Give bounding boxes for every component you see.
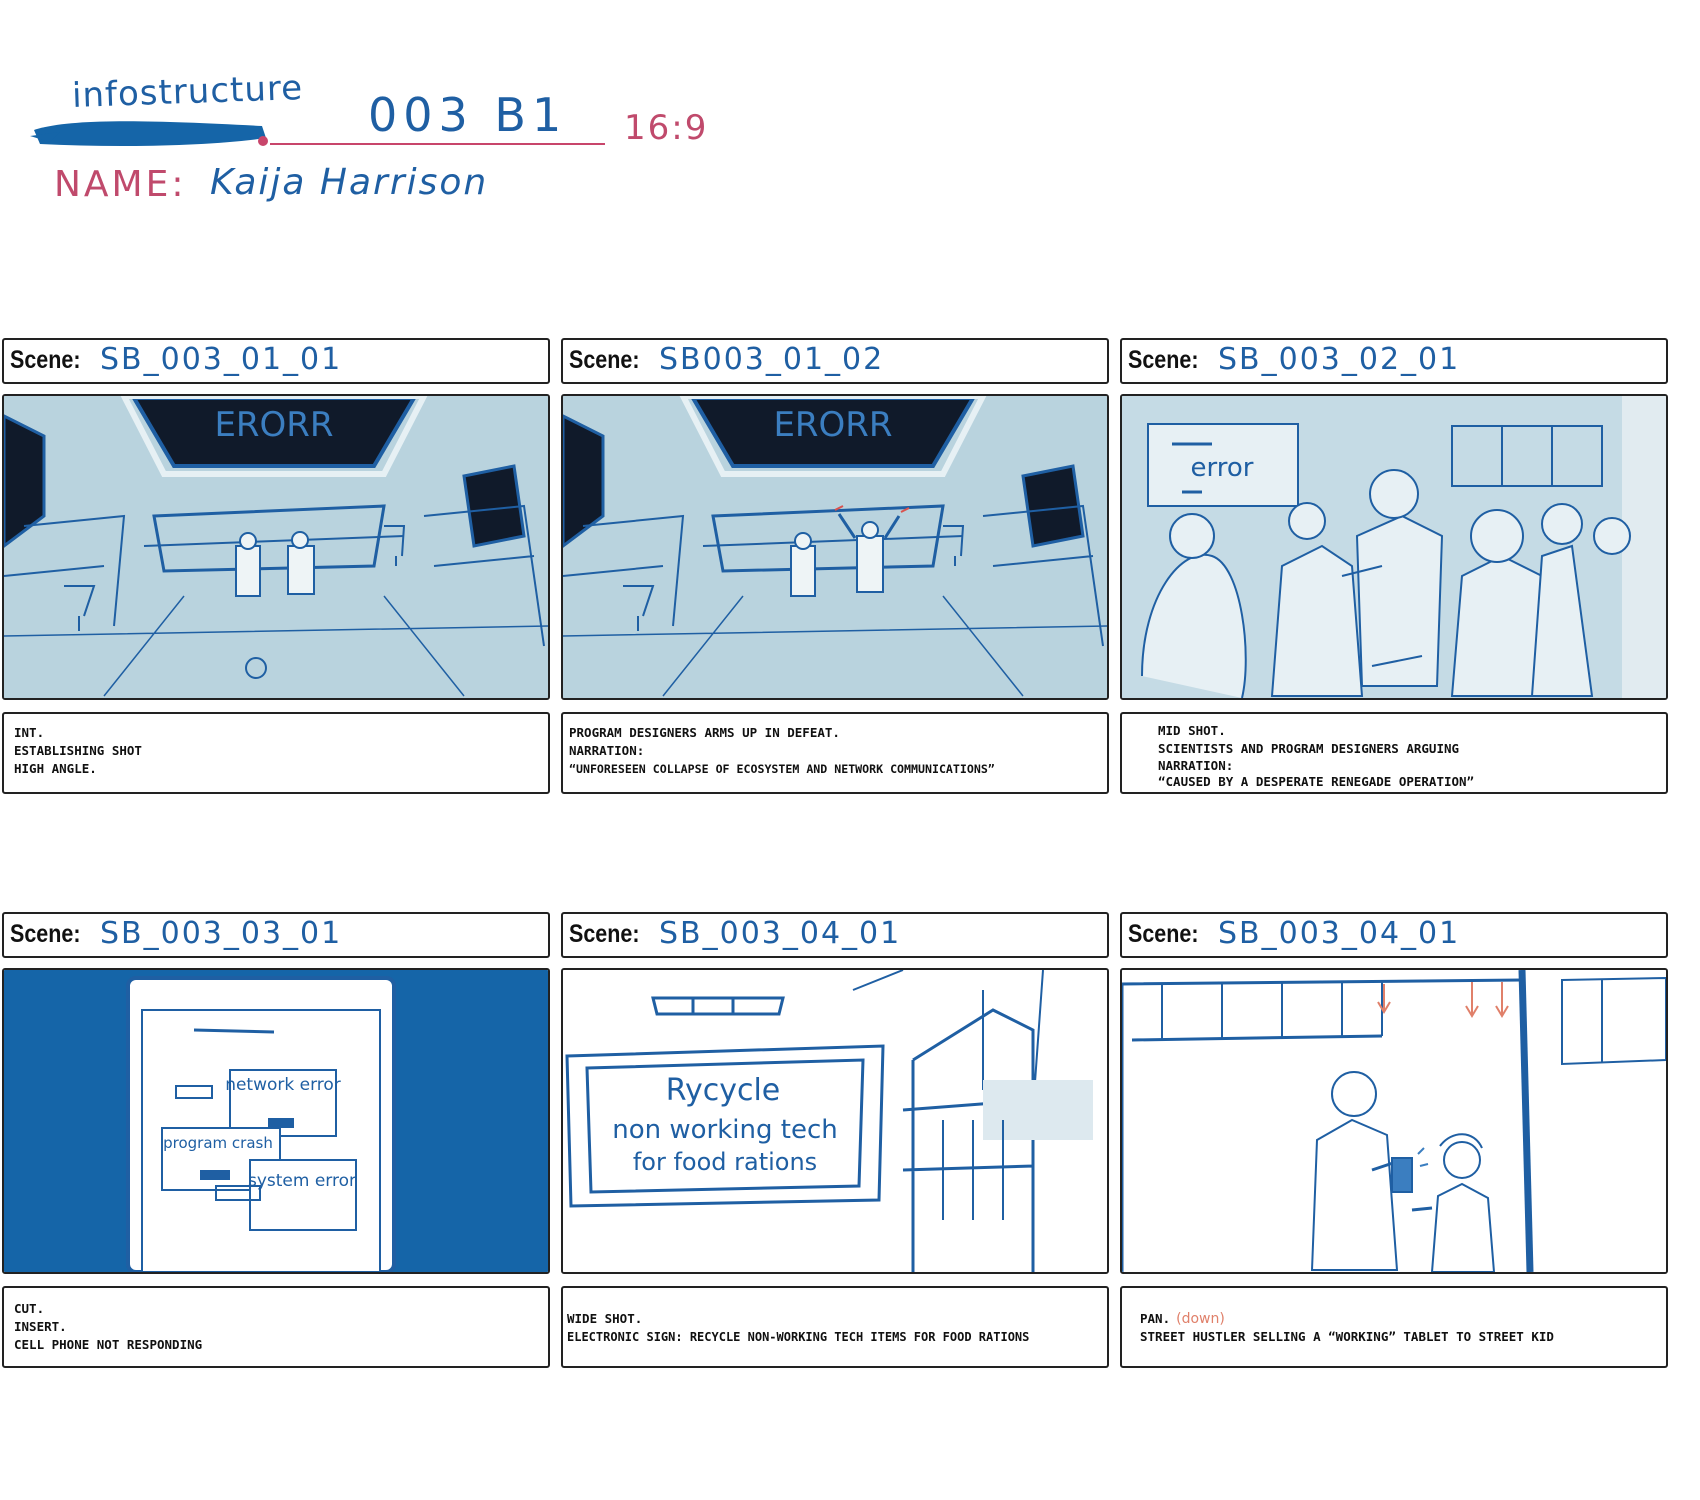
pan-direction-hint: (down) bbox=[1176, 1311, 1225, 1327]
scene-label: Scene: bbox=[1128, 920, 1199, 948]
note-line: NARRATION: bbox=[569, 743, 645, 758]
scene-header: Scene: SB_003_04_01 bbox=[1120, 912, 1668, 958]
panel-notes: PROGRAM DESIGNERS ARMS UP IN DEFEAT. NAR… bbox=[561, 712, 1109, 794]
note-line: MID SHOT. bbox=[1158, 723, 1226, 738]
name-label: NAME: bbox=[54, 164, 187, 205]
title-underline bbox=[270, 143, 605, 145]
panel-frame: network error program crash system error bbox=[2, 968, 550, 1274]
panel-frame: error bbox=[1120, 394, 1668, 700]
system-error-text: system error bbox=[248, 1171, 356, 1191]
storyboard-header: infostructure 003 B1 16:9 NAME: Kaija Ha… bbox=[0, 0, 1700, 260]
episode-code: 003 B1 bbox=[368, 88, 568, 142]
scene-label: Scene: bbox=[569, 920, 640, 948]
scene-id: SB_003_04_01 bbox=[659, 916, 902, 951]
note-line: INSERT. bbox=[14, 1319, 67, 1334]
note-line: CUT. bbox=[14, 1301, 45, 1316]
artist-name: Kaija Harrison bbox=[210, 162, 489, 203]
scene-id: SB_003_02_01 bbox=[1218, 342, 1461, 377]
scene-header: Scene: SB_003_04_01 bbox=[561, 912, 1109, 958]
note-line: ESTABLISHING SHOT bbox=[14, 743, 142, 758]
panel-frame: ERORR bbox=[2, 394, 550, 700]
scene-label: Scene: bbox=[569, 346, 640, 374]
note-line: SCIENTISTS AND PROGRAM DESIGNERS ARGUING bbox=[1158, 741, 1460, 756]
note-line: NARRATION: bbox=[1158, 758, 1234, 773]
control-room-defeat-sketch: ERORR bbox=[563, 396, 1107, 698]
error-sign-text: error bbox=[1191, 453, 1254, 483]
aspect-ratio: 16:9 bbox=[624, 108, 709, 148]
note-pan: PAN. bbox=[1140, 1311, 1171, 1326]
panel-notes: INT. ESTABLISHING SHOT HIGH ANGLE. bbox=[2, 712, 550, 794]
note-line: WIDE SHOT. bbox=[567, 1311, 643, 1326]
panel-notes: WIDE SHOT. ELECTRONIC SIGN: RECYCLE NON-… bbox=[561, 1286, 1109, 1368]
scene-header: Scene: SB003_01_02 bbox=[561, 338, 1109, 384]
scene-label: Scene: bbox=[10, 920, 81, 948]
scene-id: SB003_01_02 bbox=[659, 342, 885, 377]
note-line: CELL PHONE NOT RESPONDING bbox=[14, 1337, 203, 1352]
scene-header: Scene: SB_003_02_01 bbox=[1120, 338, 1668, 384]
note-line: PROGRAM DESIGNERS ARMS UP IN DEFEAT. bbox=[569, 725, 840, 740]
note-line: “UNFORESEEN COLLAPSE OF ECOSYSTEM AND NE… bbox=[569, 762, 995, 776]
scene-id: SB_003_01_01 bbox=[100, 342, 343, 377]
control-room-sketch: ERORR bbox=[4, 396, 548, 698]
error-screen-text: ERORR bbox=[773, 405, 892, 445]
project-name: infostructure bbox=[71, 67, 304, 117]
scene-label: Scene: bbox=[10, 346, 81, 374]
error-screen-text: ERORR bbox=[214, 405, 333, 445]
note-line: STREET HUSTLER SELLING A “WORKING” TABLE… bbox=[1140, 1329, 1554, 1344]
scene-header: Scene: SB_003_03_01 bbox=[2, 912, 550, 958]
redaction-marker bbox=[30, 121, 266, 146]
panel-frame bbox=[1120, 968, 1668, 1274]
arguing-scientists-sketch: error bbox=[1122, 396, 1666, 698]
title-line-dot bbox=[258, 136, 268, 146]
scene-id: SB_003_04_01 bbox=[1218, 916, 1461, 951]
recycle-sign-line-3: for food rations bbox=[633, 1148, 817, 1176]
panel-notes: CUT. INSERT. CELL PHONE NOT RESPONDING bbox=[2, 1286, 550, 1368]
note-line: “CAUSED BY A DESPERATE RENEGADE OPERATIO… bbox=[1158, 774, 1475, 789]
scene-header: Scene: SB_003_01_01 bbox=[2, 338, 550, 384]
note-line: PAN. (down) bbox=[1140, 1310, 1554, 1328]
recycle-sign-sketch: Rycycle non working tech for food ration… bbox=[563, 970, 1107, 1272]
network-error-text: network error bbox=[225, 1075, 341, 1095]
note-line: ELECTRONIC SIGN: RECYCLE NON-WORKING TEC… bbox=[567, 1330, 1030, 1344]
street-hustler-sketch bbox=[1122, 970, 1666, 1272]
recycle-sign-line-2: non working tech bbox=[612, 1115, 837, 1145]
phone-errors-sketch: network error program crash system error bbox=[4, 970, 548, 1272]
scene-label: Scene: bbox=[1128, 346, 1199, 374]
note-line: INT. bbox=[14, 725, 45, 740]
recycle-sign-line-1: Rycycle bbox=[666, 1073, 781, 1108]
note-line: HIGH ANGLE. bbox=[14, 761, 97, 776]
panel-notes: MID SHOT. SCIENTISTS AND PROGRAM DESIGNE… bbox=[1120, 712, 1668, 794]
scene-id: SB_003_03_01 bbox=[100, 916, 343, 951]
panel-notes: PAN. (down) STREET HUSTLER SELLING A “WOR… bbox=[1120, 1286, 1668, 1368]
program-crash-text: program crash bbox=[163, 1134, 273, 1152]
panel-frame: Rycycle non working tech for food ration… bbox=[561, 968, 1109, 1274]
panel-frame: ERORR bbox=[561, 394, 1109, 700]
